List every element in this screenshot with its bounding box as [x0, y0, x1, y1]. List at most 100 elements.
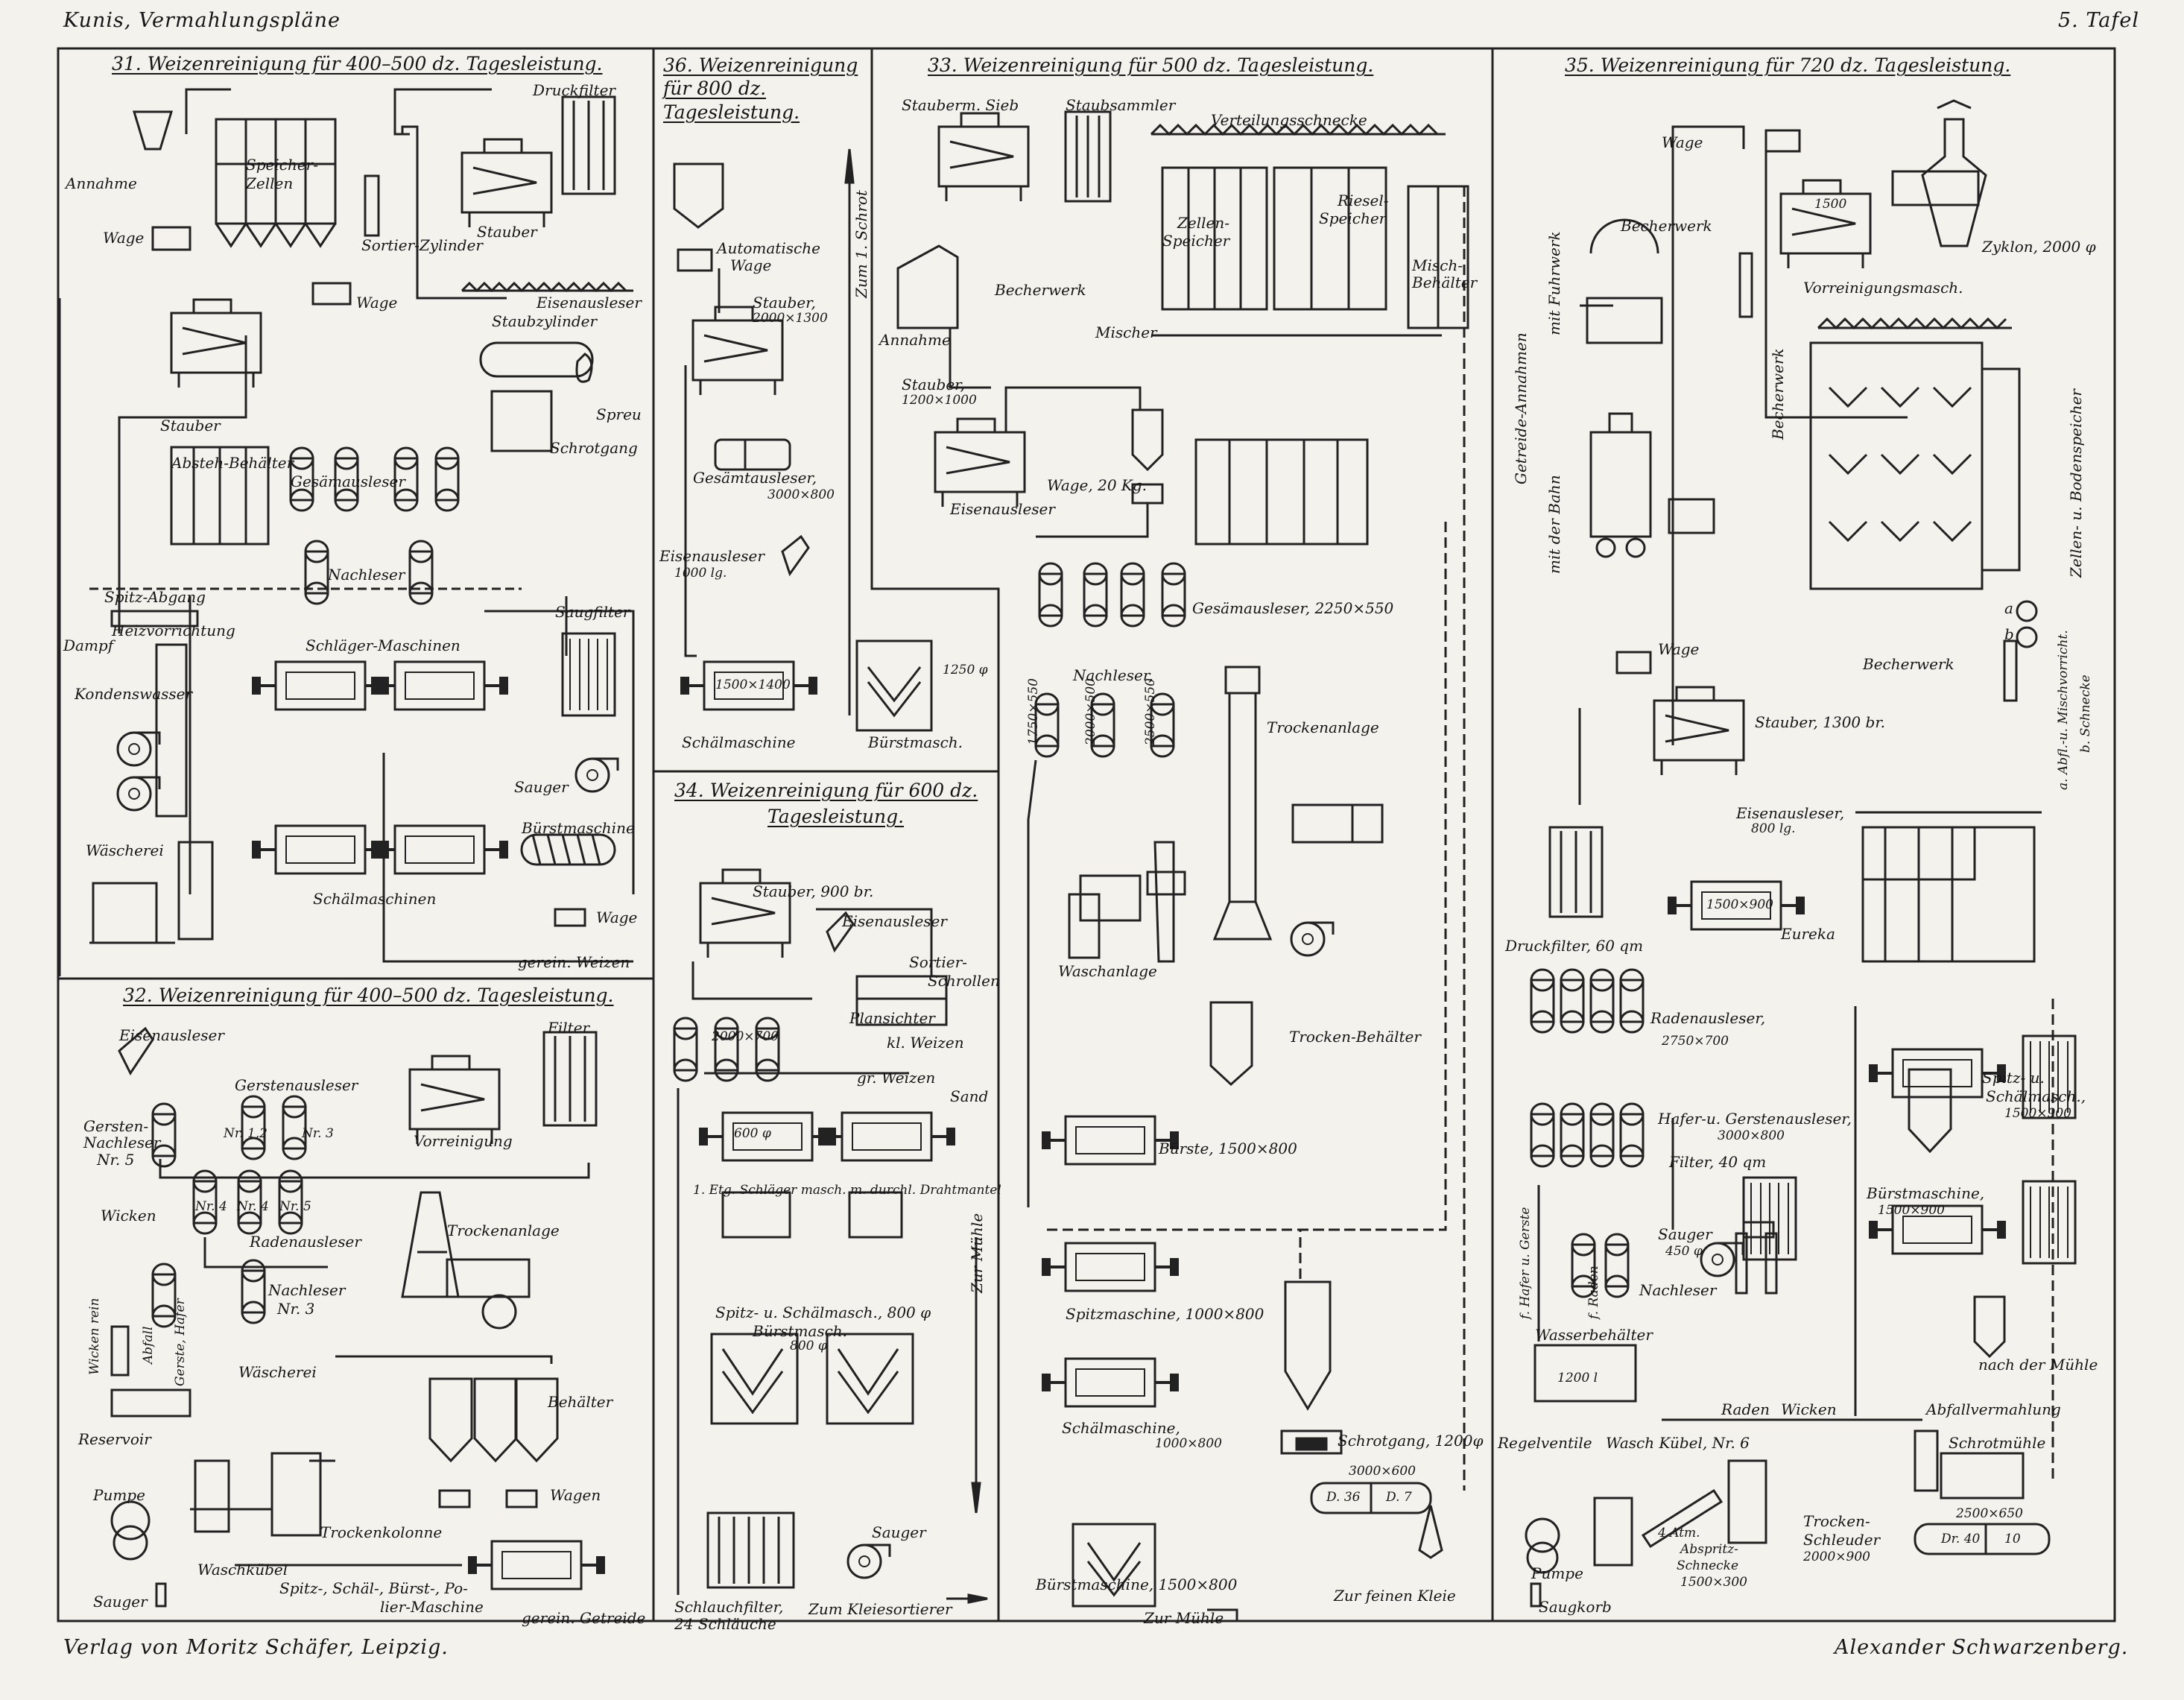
p33-d3: 2500×550 [1143, 678, 1158, 745]
p35-sauger: Sauger [1658, 1225, 1712, 1243]
p33-stauber: Stauber, [902, 376, 965, 394]
p33-rieselspeicher: Riesel- [1338, 192, 1389, 209]
p35-schnecke: b. Schnecke [2078, 674, 2093, 753]
p34-sand: Sand [950, 1087, 989, 1105]
panel-34-title: 34. Weizenreinigung für 600 dz. [674, 780, 978, 801]
p35-wage: Wage [1662, 133, 1703, 151]
p36-dim1: 1500×1400 [715, 677, 791, 692]
p33-d7: D. 7 [1386, 1490, 1412, 1505]
p34-bdim: 800 φ [790, 1339, 827, 1353]
p31-eisenausleser: Eisenausleser [536, 294, 642, 312]
p35-waschkubel: Wasch Kübel, Nr. 6 [1606, 1434, 1750, 1452]
p32-behalter: Behälter [548, 1393, 613, 1411]
p35-eadim: 800 lg. [1751, 821, 1796, 836]
p33-trockenbehalter: Trocken-Behälter [1289, 1028, 1421, 1046]
p35-druckfilter: Druckfilter, 60 qm [1505, 937, 1644, 955]
panel-31-title: 31. Weizenreinigung für 400–500 dz. Tage… [112, 53, 603, 75]
p34-burstmasch: Bürstmasch. [753, 1322, 848, 1340]
p33-annahme: Annahme [879, 331, 951, 349]
p32-radenausleser: Radenausleser [250, 1233, 361, 1251]
p32-gerstennachleser2: Nachleser [83, 1134, 161, 1151]
p34-schlager: 1. Etg. Schläger masch. m. durchl. Draht… [693, 1183, 1001, 1198]
panel-36-title: 36. Weizenreinigung für 800 dz. Tageslei… [663, 54, 858, 123]
p36-eisenausleser: Eisenausleser [659, 547, 765, 565]
footer-right: Alexander Schwarzenberg. [1835, 1636, 2129, 1659]
p35-edim: 1500×900 [1706, 897, 1773, 912]
p33-spitzmaschine: Spitzmaschine, 1000×800 [1066, 1305, 1264, 1323]
p31-stauber-left: Stauber [160, 417, 221, 435]
p33-verteilungsschnecke: Verteilungsschnecke [1211, 111, 1367, 129]
p33-rdim: 3000×600 [1349, 1464, 1416, 1479]
p35-becherwerk3: Becherwerk [1863, 655, 1954, 673]
p35-trockenschl: Trocken- [1803, 1512, 1870, 1530]
p34-sortierschrollen2: Schrollen [928, 972, 1000, 990]
p35-trockenschl2: Schleuder [1803, 1531, 1881, 1549]
p35-radenausleser: Radenausleser, [1650, 1009, 1766, 1027]
p35-hafergerste2: f. Hafer u. Gerste [1518, 1207, 1533, 1319]
p31-kondenswasser: Kondenswasser [75, 685, 193, 703]
p32-nr12: Nr. 1,2 [224, 1126, 268, 1141]
p34-klweizen: kl. Weizen [887, 1034, 964, 1052]
p35-fradem: f. Raden [1586, 1265, 1601, 1319]
p35-wage2: Wage [1658, 640, 1700, 658]
p31-wascherei: Wäscherei [86, 841, 164, 859]
header-right: 5. Tafel [2058, 9, 2139, 32]
p31-gereinweizen: gerein. Weizen [518, 953, 630, 971]
p36-zumschrot: Zum 1. Schrot [852, 190, 870, 298]
p35-ssdim: 1500×900 [2004, 1106, 2071, 1121]
p31-heizvorrichtung: Heizvorrichtung [112, 622, 235, 639]
p35-zyklon: Zyklon, 2000 φ [1982, 238, 2096, 256]
p35-pumpe: Pumpe [1531, 1564, 1583, 1582]
p35-eureka: Eureka [1781, 925, 1835, 943]
p33-gesamtausleser: Gesämausleser, 2250×550 [1192, 599, 1394, 617]
p33-rieselspeicher2: Speicher [1319, 209, 1387, 227]
p35-z10: 10 [2004, 1532, 2021, 1546]
p31-schalmaschinen: Schälmaschinen [313, 890, 437, 908]
p35-t1200: 1200 l [1557, 1371, 1598, 1385]
p33-staubdim: 1200×1000 [902, 393, 977, 408]
p32-reservoir: Reservoir [78, 1430, 151, 1448]
p32-wagen: Wagen [550, 1486, 601, 1504]
p31-zellen: Zellen [246, 174, 294, 192]
p36-autowage: Automatische [717, 239, 820, 257]
p32-spitz: Spitz-, Schäl-, Bürst-, Po- [279, 1579, 468, 1597]
p33-zellenspeicher: Zellen- [1177, 214, 1229, 232]
p35-abspritz2: Schnecke [1677, 1558, 1739, 1573]
p31-schlagermaschinen: Schläger-Maschinen [306, 636, 460, 654]
p32-vorreinigung: Vorreinigung [414, 1132, 513, 1150]
p36-gesamtausleser: Gesämtausleser, [693, 469, 817, 487]
p35-nachdermuhle: nach der Mühle [1978, 1356, 2098, 1374]
p35-rdim: 2500×650 [1956, 1506, 2023, 1521]
p32-nachlesernr: Nr. 3 [277, 1300, 315, 1318]
panel-33-title: 33. Weizenreinigung für 500 dz. Tageslei… [928, 54, 1374, 76]
p32-eisenausleser: Eisenausleser [119, 1026, 224, 1044]
p32-gerstenausleser: Gerstenausleser [235, 1076, 358, 1094]
p35-a: a [2004, 599, 2013, 617]
p31-speicher: Speicher- [246, 156, 318, 174]
p33-trockenanlage: Trockenanlage [1267, 718, 1379, 736]
p31-annahme: Annahme [66, 174, 137, 192]
p36-schalmaschine: Schälmaschine [682, 733, 796, 751]
p31-staubzylinder: Staubzylinder [492, 312, 598, 330]
p34-dim600: 600 φ [734, 1126, 771, 1141]
p32-nr3: Nr. 3 [302, 1126, 334, 1141]
p35-eisenausleser: Eisenausleser, [1736, 804, 1845, 822]
p36-burstmasch: Bürstmasch. [868, 733, 963, 751]
p31-spitzabgang: Spitz-Abgang [104, 588, 206, 606]
p35-abspritz: Abspritz- [1680, 1542, 1738, 1557]
p32-wickenrein: Wicken rein [87, 1298, 102, 1375]
p34-sortierschrollen: Sortier- [909, 953, 967, 971]
p31-abstehbehalter: Absteh-Behälter [171, 454, 294, 472]
p33-mischbehalter2: Behälter [1412, 274, 1478, 291]
p35-mitderbahn: mit der Bahn [1545, 475, 1563, 574]
p36-autowage2: Wage [730, 256, 772, 274]
panel-32-title: 32. Weizenreinigung für 400–500 dz. Tage… [123, 985, 614, 1006]
p33-zurmuhle: Zur Mühle [1144, 1609, 1224, 1627]
p35-becherwerk: Becherwerk [1621, 217, 1712, 235]
p32-spitz2: lier-Maschine [380, 1598, 484, 1616]
p33-mischbehalter: Misch- [1412, 256, 1463, 274]
p31-dampf: Dampf [63, 636, 114, 654]
p34-spitzschal: Spitz- u. Schälmasch., 800 φ [715, 1304, 931, 1321]
p35-radim: 2750×700 [1662, 1034, 1729, 1049]
p33-wage: Wage, 20 Kg. [1047, 476, 1148, 494]
